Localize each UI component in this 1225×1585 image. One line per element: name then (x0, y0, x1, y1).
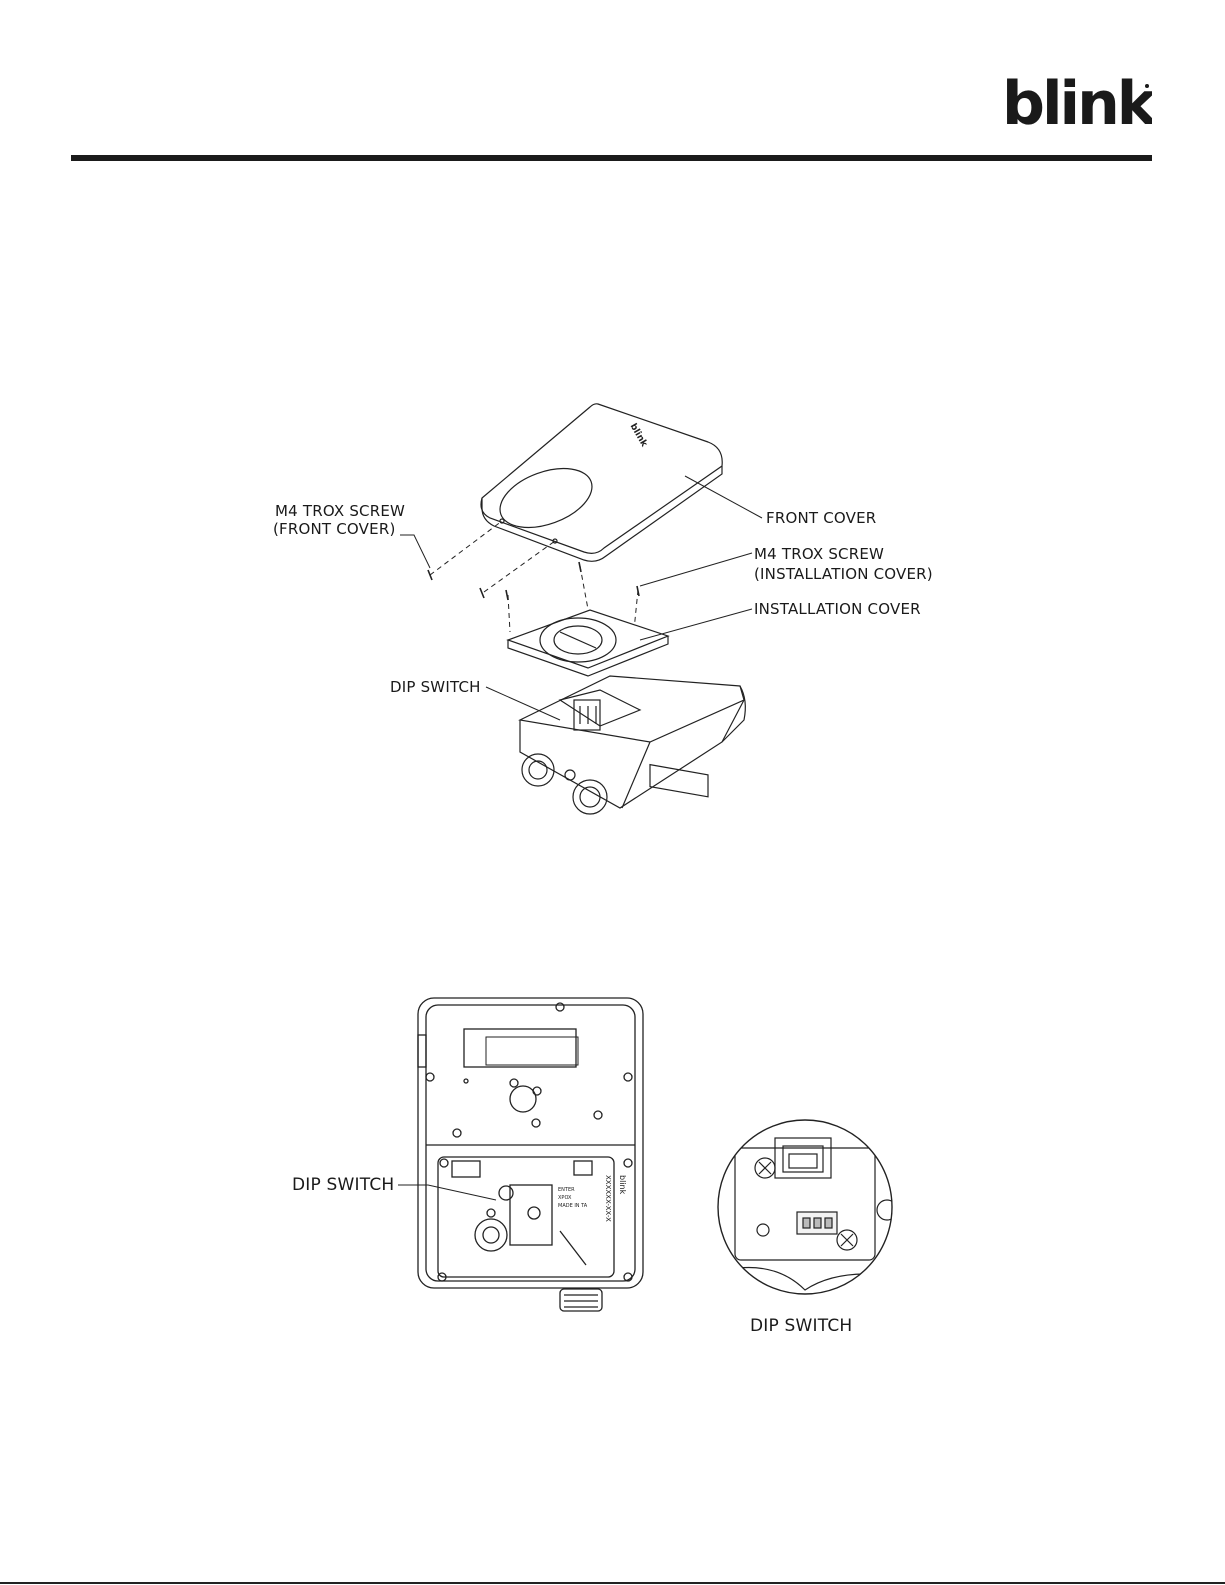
label-dip-switch-front-view: DIP SWITCH (292, 1175, 394, 1195)
installation-cover-drawing (508, 610, 668, 676)
blink-logo: blink (1002, 72, 1152, 134)
label-dip-switch-detail: DIP SWITCH (750, 1316, 852, 1336)
cable-gland-right (573, 780, 607, 814)
board-text-xpox: XPOX (558, 1195, 572, 1201)
label-dip-switch: DIP SWITCH (390, 678, 481, 696)
label-screw-installation-cover-line2: (INSTALLATION COVER) (754, 565, 933, 583)
screws (428, 562, 639, 600)
dip-switch-detail-figure (715, 1110, 895, 1305)
label-screw-installation-cover-line1: M4 TROX SCREW (754, 545, 884, 563)
dip-switch-leader (398, 1180, 508, 1210)
front-view-figure: blink XXXXXX-XX-X ENTER XPOX MADE IN TA (410, 995, 650, 1325)
header-rule (71, 155, 1152, 161)
board-text-brand: blink (618, 1175, 627, 1195)
enclosure-base-drawing (520, 676, 745, 814)
board-text-enter: ENTER (558, 1187, 575, 1193)
label-installation-cover: INSTALLATION COVER (754, 600, 921, 618)
label-front-cover: FRONT COVER (766, 509, 876, 527)
front-cover-drawing (481, 404, 722, 562)
blink-logo-text: blink (1002, 72, 1152, 134)
board-text-made-in: MADE IN TA (558, 1203, 588, 1209)
display-window (464, 1029, 576, 1067)
board-text-serial: XXXXXX-XX-X (604, 1175, 612, 1222)
footer-rule (0, 1582, 1225, 1584)
logo-registered-mark (1145, 84, 1149, 88)
label-screw-front-cover-line1: M4 TROX SCREW (275, 502, 405, 520)
cable-gland-left (522, 754, 554, 786)
label-screw-front-cover-line2: (FRONT COVER) (273, 520, 396, 538)
exploded-view-figure: blink (0, 380, 1225, 830)
